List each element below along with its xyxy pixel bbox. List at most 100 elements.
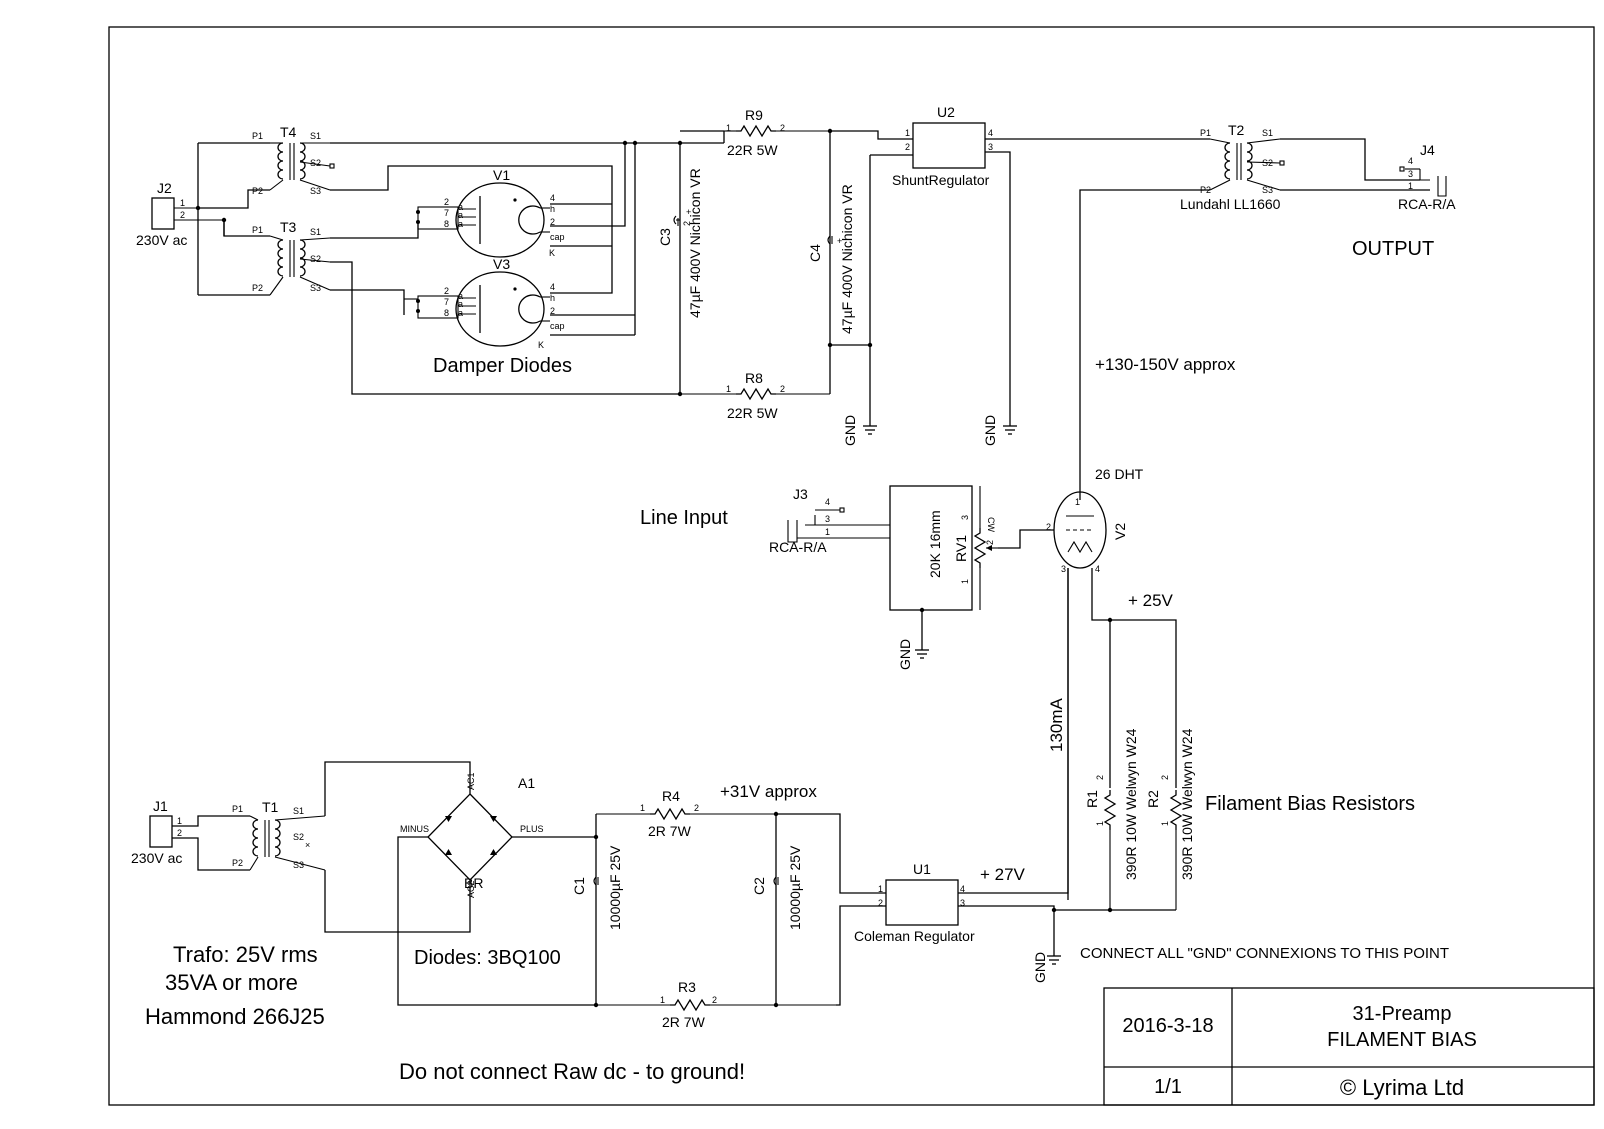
svg-text:RCA-R/A: RCA-R/A — [769, 539, 827, 555]
svg-text:4: 4 — [550, 193, 555, 203]
svg-text:R3: R3 — [678, 979, 696, 995]
svg-text:2: 2 — [878, 898, 883, 908]
svg-text:AC1: AC1 — [466, 772, 476, 790]
svg-text:R2: R2 — [1145, 790, 1161, 808]
svg-text:1: 1 — [726, 123, 731, 133]
t3-transformer: T3 P1 P2 S1 S2 S3 — [252, 219, 331, 296]
svg-text:2: 2 — [444, 286, 449, 296]
svg-text:2: 2 — [177, 828, 182, 838]
svg-text:1: 1 — [878, 884, 883, 894]
svg-text:a: a — [458, 291, 463, 301]
trafo-note-line1: Trafo: 25V rms — [173, 942, 318, 967]
svg-text:cap: cap — [550, 232, 565, 242]
v1-tube: V1 2 7 8 a a a 4 h 2 cap K — [416, 167, 565, 258]
gnd-note: CONNECT ALL "GND" CONNEXIONS TO THIS POI… — [1080, 945, 1449, 962]
svg-text:1: 1 — [1075, 497, 1080, 507]
svg-text:cap: cap — [550, 321, 565, 331]
svg-text:U2: U2 — [937, 104, 955, 120]
r8-resistor: R8 22R 5W 1 2 — [680, 370, 830, 421]
svg-text:1: 1 — [177, 816, 182, 826]
svg-text:C2: C2 — [751, 877, 767, 895]
hv-label: +130-150V approx — [1095, 355, 1236, 374]
svg-text:230V ac: 230V ac — [131, 850, 182, 866]
svg-text:S3: S3 — [310, 283, 321, 293]
svg-text:RCA-R/A: RCA-R/A — [1398, 196, 1456, 212]
svg-text:1: 1 — [660, 995, 665, 1005]
t4-transformer: T4 P1 P2 S1 S2 S3 — [252, 124, 335, 196]
svg-text:P1: P1 — [232, 804, 243, 814]
svg-text:3: 3 — [988, 142, 993, 152]
v3-tube: V3 2 7 8 a a a 4 h 2 cap K — [416, 256, 565, 350]
svg-text:K: K — [538, 340, 544, 350]
svg-text:+: + — [837, 236, 842, 246]
svg-text:h: h — [550, 293, 555, 303]
gnd-label-c4: GND — [842, 415, 858, 446]
u2-shunt-regulator: U2 ShuntRegulator 1 2 4 3 — [892, 104, 993, 188]
c3-capacitor: C3 47µF 400V Nichicon VR + 2 — [657, 168, 703, 318]
svg-text:2R 7W: 2R 7W — [648, 823, 692, 839]
svg-text:a: a — [458, 210, 463, 220]
svg-text:V1: V1 — [493, 167, 510, 183]
svg-text:390R 10W Welwyn W24: 390R 10W Welwyn W24 — [1179, 728, 1195, 880]
svg-text:C3: C3 — [657, 228, 673, 246]
filament-bias-label: Filament Bias Resistors — [1205, 793, 1415, 815]
svg-text:V2: V2 — [1112, 523, 1128, 540]
trafo-note-line2: 35VA or more — [165, 970, 298, 995]
svg-text:2: 2 — [780, 123, 785, 133]
svg-text:R1: R1 — [1084, 790, 1100, 808]
title-date: 2016-3-18 — [1122, 1015, 1213, 1037]
svg-text:T2: T2 — [1228, 122, 1245, 138]
svg-text:4: 4 — [1408, 156, 1413, 166]
v25-label: + 25V — [1128, 591, 1174, 610]
c4-capacitor: C4 47µF 400V Nichicon VR + — [807, 184, 855, 334]
svg-text:S1: S1 — [1262, 128, 1273, 138]
svg-text:2: 2 — [550, 306, 555, 316]
svg-text:T1: T1 — [262, 799, 279, 815]
svg-text:P1: P1 — [252, 225, 263, 235]
svg-text:MINUS: MINUS — [400, 824, 429, 834]
title-block: 2016-3-18 31-Preamp FILAMENT BIAS 1/1 © … — [1103, 987, 1595, 1106]
r4-resistor: R4 2R 7W 1 2 — [596, 788, 776, 839]
svg-text:S1: S1 — [293, 806, 304, 816]
svg-text:1: 1 — [1160, 821, 1170, 826]
svg-text:1: 1 — [960, 579, 970, 584]
svg-text:BR: BR — [464, 875, 483, 891]
r2-resistor: R2 390R 10W Welwyn W24 2 1 — [1145, 728, 1195, 910]
svg-text:26 DHT: 26 DHT — [1095, 466, 1144, 482]
svg-text:2: 2 — [180, 210, 185, 220]
svg-text:8: 8 — [444, 308, 449, 318]
svg-text:7: 7 — [444, 208, 449, 218]
svg-text:3: 3 — [825, 514, 830, 524]
svg-text:4: 4 — [825, 497, 830, 507]
svg-text:J1: J1 — [153, 798, 168, 814]
svg-text:47µF 400V Nichicon VR: 47µF 400V Nichicon VR — [687, 168, 703, 318]
svg-text:A1: A1 — [518, 775, 535, 791]
svg-text:ShuntRegulator: ShuntRegulator — [892, 172, 990, 188]
svg-text:4: 4 — [550, 282, 555, 292]
svg-text:230V ac: 230V ac — [136, 232, 187, 248]
title-sheet-title: FILAMENT BIAS — [1327, 1029, 1477, 1051]
c2-capacitor: C2 10000µF 25V — [751, 845, 803, 930]
svg-text:1: 1 — [180, 198, 185, 208]
svg-text:2: 2 — [1046, 522, 1051, 532]
a1-bridge-rectifier: A1 BR MINUS PLUS AC1 AC2 — [400, 772, 544, 898]
svg-text:1: 1 — [726, 384, 731, 394]
svg-text:J4: J4 — [1420, 142, 1435, 158]
svg-text:10000µF 25V: 10000µF 25V — [787, 845, 803, 930]
svg-text:2: 2 — [550, 217, 555, 227]
svg-text:R8: R8 — [745, 370, 763, 386]
svg-text:1: 1 — [1095, 821, 1105, 826]
t2-transformer: T2 Lundahl LL1660 P1 P2 S1 S2 S3 — [1180, 122, 1285, 212]
sheet-border — [108, 26, 1595, 1106]
svg-text:S1: S1 — [310, 131, 321, 141]
svg-text:J2: J2 — [157, 180, 172, 196]
svg-text:a: a — [458, 219, 463, 229]
svg-text:+: + — [686, 207, 691, 217]
svg-text:C4: C4 — [807, 244, 823, 262]
svg-text:8: 8 — [444, 219, 449, 229]
svg-text:S2: S2 — [310, 254, 321, 264]
svg-text:K: K — [549, 248, 555, 258]
svg-text:P1: P1 — [1200, 128, 1211, 138]
svg-text:22R 5W: 22R 5W — [727, 142, 778, 158]
